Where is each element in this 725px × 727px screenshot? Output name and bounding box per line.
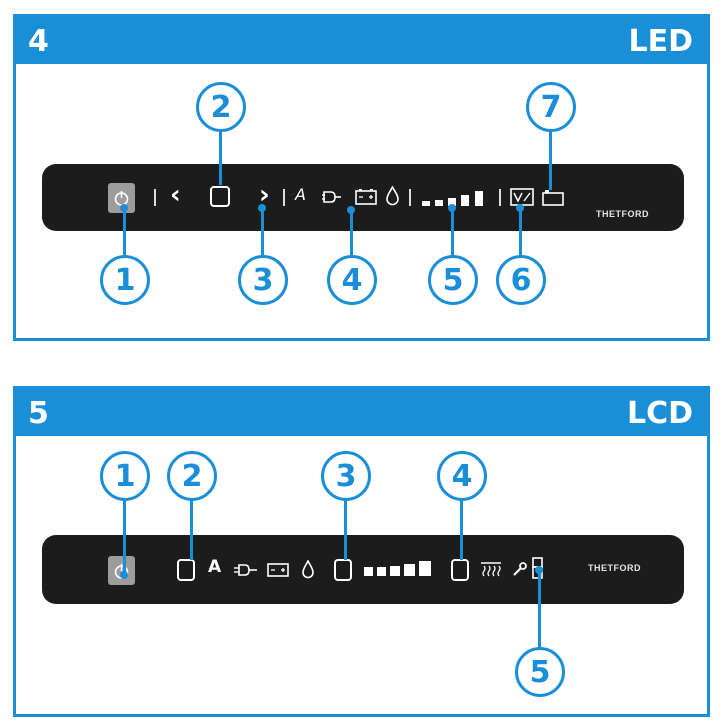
lcd-control-panel: A [42, 535, 684, 604]
battery-icon [267, 563, 289, 577]
panel-symbol-icon [510, 188, 534, 206]
panel-number: 4 [28, 24, 49, 59]
callout-3: 3 [238, 255, 288, 305]
callout-leader [344, 499, 347, 560]
callout-6: 6 [496, 255, 546, 305]
auto-mode-icon: A [208, 557, 222, 577]
led-panel-header: 4 LED [16, 17, 707, 64]
led-panel: 4 LED ‹ › A [13, 14, 710, 341]
callout-leader [190, 499, 193, 560]
callout-leader [519, 207, 522, 256]
power-button[interactable] [108, 556, 135, 585]
callout-dot [535, 566, 543, 574]
led-control-panel: ‹ › A [42, 164, 684, 231]
callout-leader [219, 130, 222, 185]
separator [283, 189, 285, 206]
callout-dot [516, 204, 524, 212]
callout-leader [123, 207, 126, 256]
lcd-panel-header: 5 LCD [16, 389, 707, 436]
level-bar [448, 198, 456, 206]
separator [154, 189, 156, 206]
callout-7: 7 [526, 82, 576, 132]
auto-mode-icon: A [295, 185, 306, 204]
callout-dot [347, 206, 355, 214]
brand-logo: THETFORD [596, 209, 649, 219]
panel-number: 5 [28, 396, 49, 431]
level-bar [422, 201, 430, 206]
callout-4: 4 [327, 255, 377, 305]
heater-icon [481, 562, 501, 577]
chevron-right-icon[interactable]: › [259, 180, 270, 210]
callout-3: 3 [321, 451, 371, 501]
wrench-icon [513, 562, 527, 576]
level-bar [475, 191, 483, 206]
gas-flame-icon [386, 186, 399, 206]
callout-dot [258, 204, 266, 212]
level-bar [404, 564, 415, 576]
callout-4: 4 [437, 451, 487, 501]
callout-leader [261, 207, 264, 256]
level-bar [364, 567, 373, 576]
lcd-panel: 5 LCD A [13, 386, 710, 717]
callout-dot [120, 571, 128, 579]
level-bar [435, 200, 443, 206]
callout-dot [448, 204, 456, 212]
battery-icon [355, 189, 377, 205]
level-bar [377, 567, 386, 576]
mains-plug-icon [234, 564, 257, 576]
mode-button[interactable] [210, 186, 230, 207]
heater-button[interactable] [451, 559, 469, 581]
panel-type-label: LCD [626, 396, 693, 431]
panel-type-label: LED [628, 24, 693, 59]
callout-2: 2 [167, 451, 217, 501]
callout-dot [120, 204, 128, 212]
callout-leader [460, 499, 463, 560]
level-bar [419, 561, 431, 576]
callout-5: 5 [428, 255, 478, 305]
battery-outline-icon [542, 190, 564, 206]
mains-plug-icon [322, 191, 341, 203]
callout-1: 1 [100, 255, 150, 305]
level-button[interactable] [334, 559, 352, 581]
chevron-left-icon[interactable]: ‹ [170, 180, 181, 210]
callout-leader [538, 569, 541, 649]
separator [499, 189, 501, 206]
mode-button[interactable] [177, 559, 195, 581]
callout-leader [549, 130, 552, 190]
callout-leader [123, 499, 126, 574]
level-bar [390, 566, 400, 576]
level-bar [461, 195, 469, 206]
callout-5: 5 [515, 647, 565, 697]
callout-2: 2 [196, 82, 246, 132]
gas-flame-icon [302, 560, 314, 579]
callout-leader [350, 209, 353, 256]
separator [409, 189, 411, 206]
brand-logo: THETFORD [588, 563, 641, 573]
callout-leader [451, 207, 454, 256]
callout-1: 1 [100, 451, 150, 501]
